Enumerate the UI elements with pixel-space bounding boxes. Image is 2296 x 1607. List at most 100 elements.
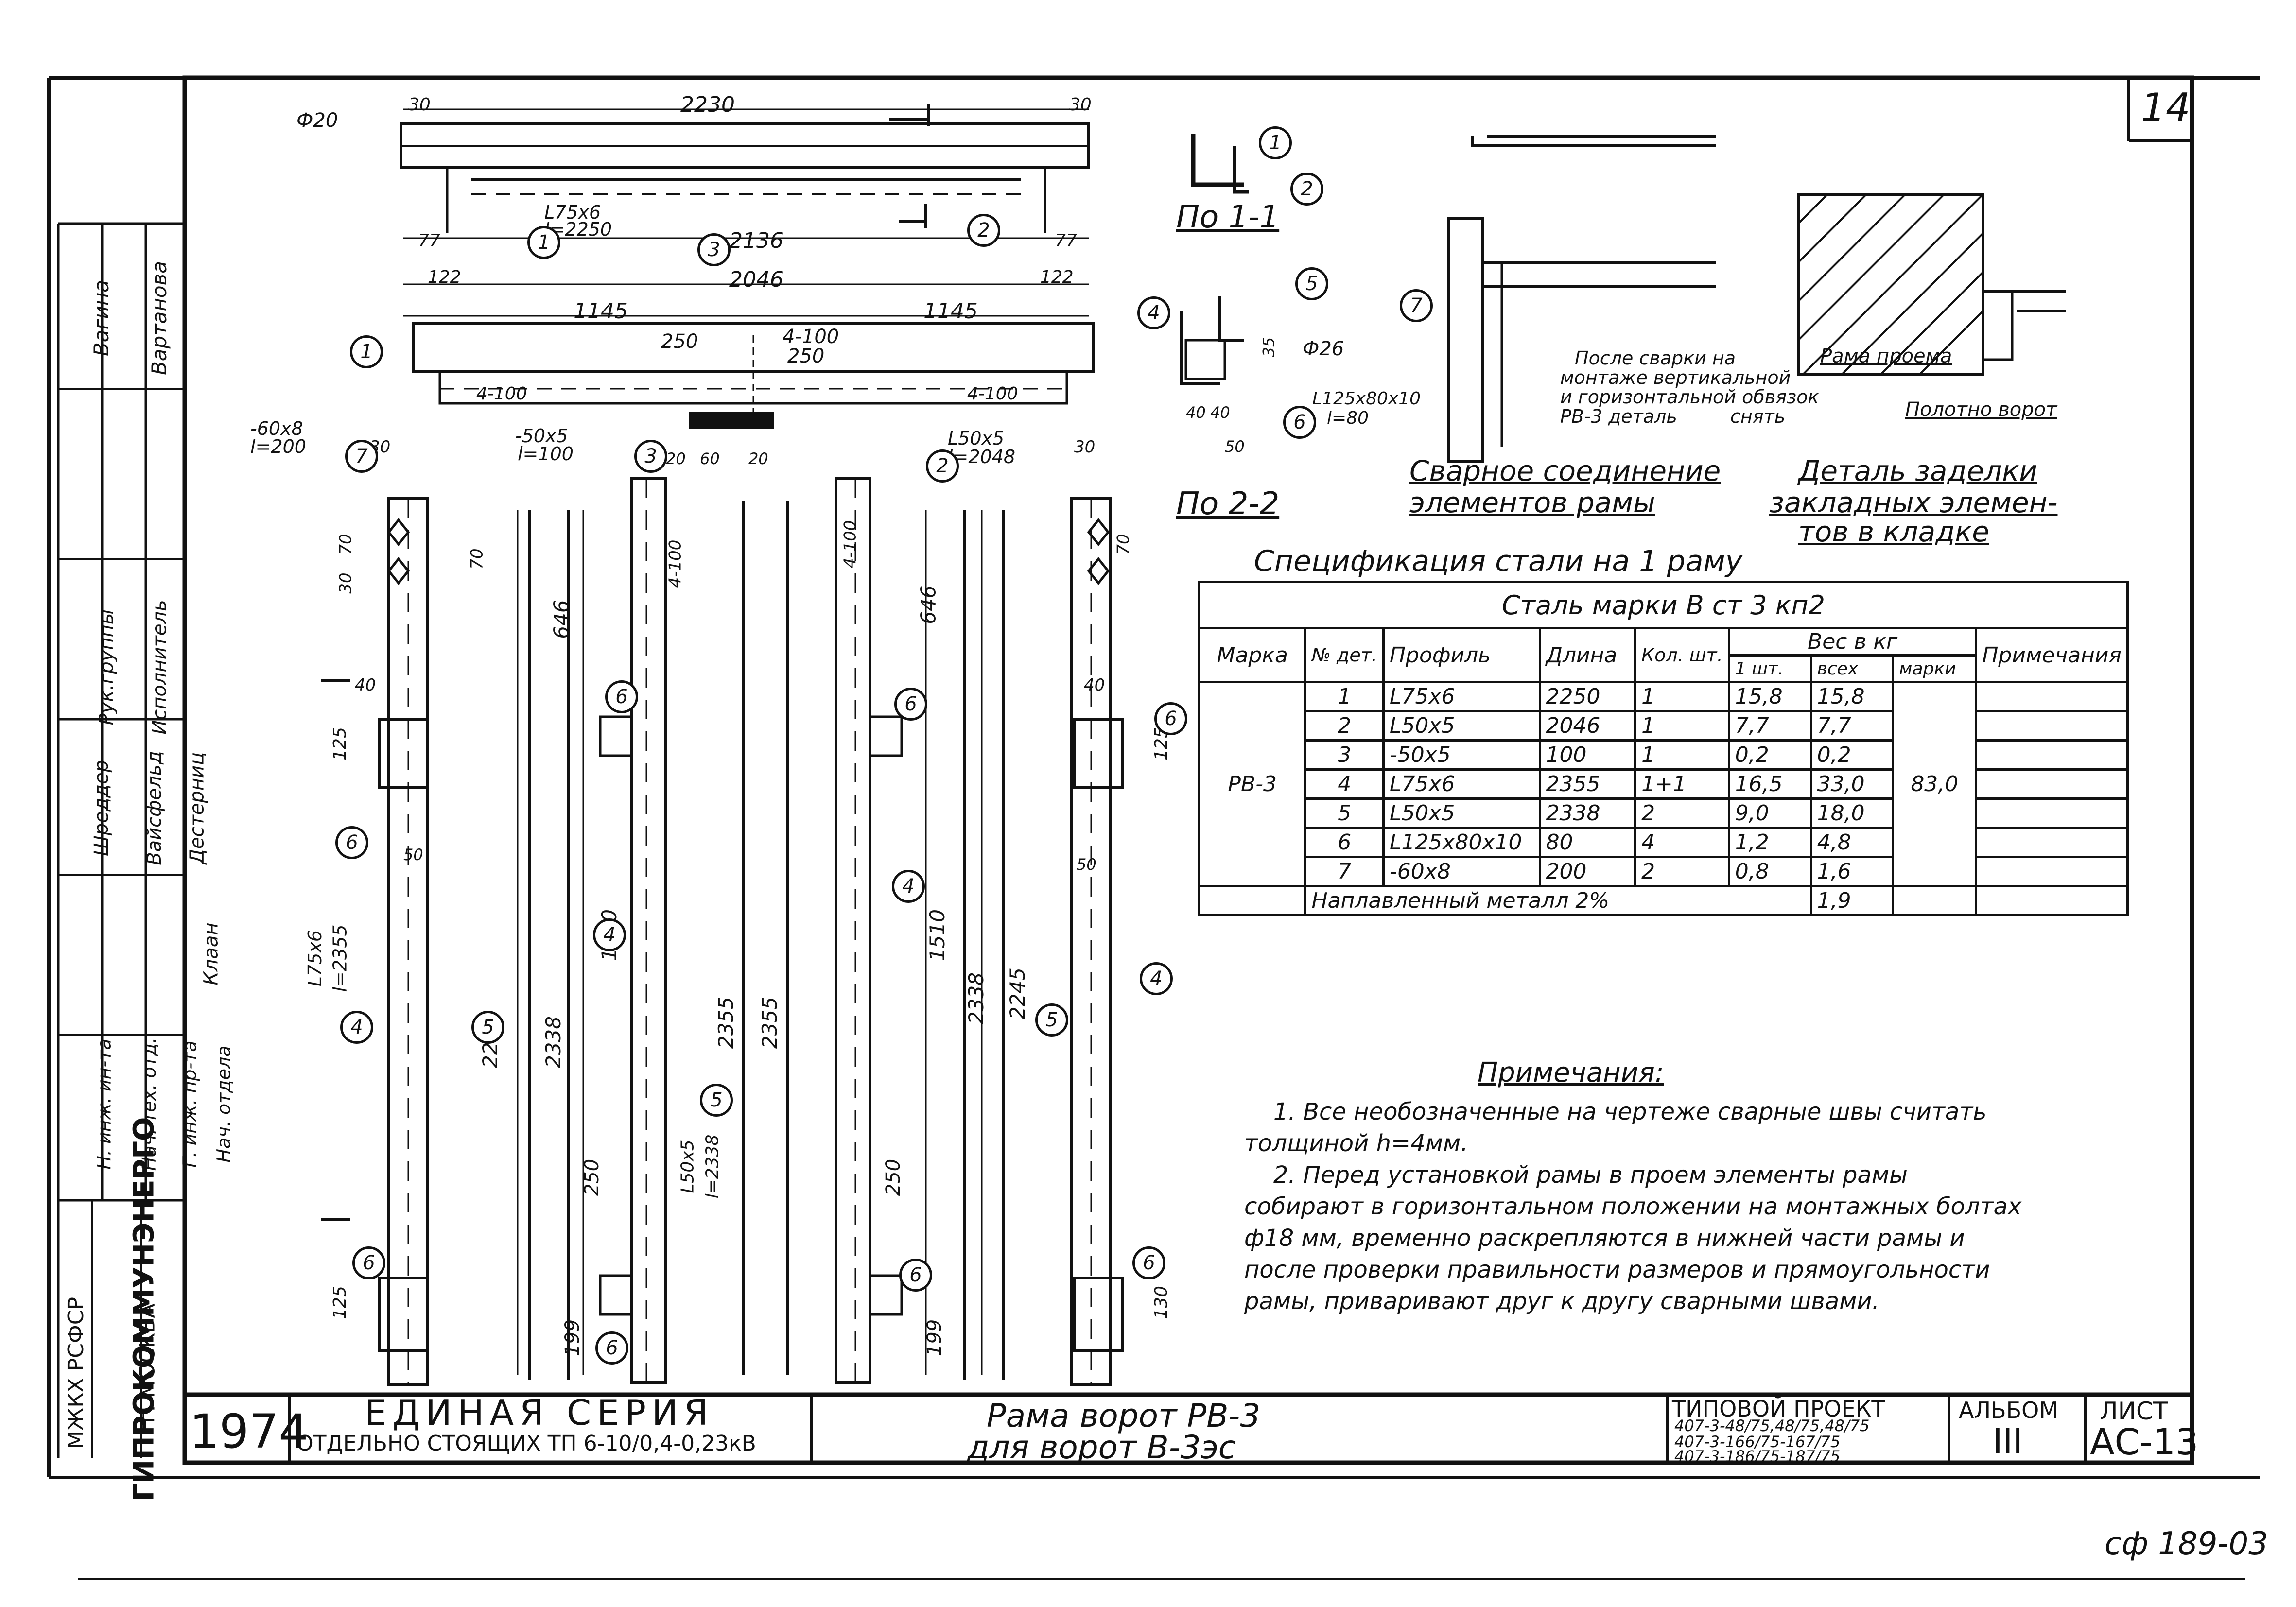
section-1-1-label: По 1-1	[1176, 199, 1280, 235]
dim-v-250-right: 250	[882, 1158, 905, 1196]
sheet-label: ЛИСТ	[2100, 1397, 2168, 1425]
callout-1: 1	[527, 226, 560, 259]
sheet-number: 14	[2141, 85, 2191, 130]
dim-40-b: 40	[1084, 675, 1105, 695]
dim-4-100-post-right: 4-100	[840, 520, 860, 569]
album-value: III	[1993, 1421, 2023, 1461]
spec-header-mark: Марка	[1198, 627, 1307, 683]
dim-v-1510-right: 1510	[925, 909, 949, 961]
callout-4: 4	[1137, 296, 1170, 329]
spec-cell-part: 3	[1304, 739, 1385, 771]
project-code-1: 407-3-48/75,48/75,48/75	[1674, 1417, 1870, 1435]
note-line-7: рамы, приваривают друг к другу сварными …	[1244, 1288, 1879, 1315]
spec-cell-note	[1975, 710, 2129, 742]
dim-v-125-a: 125	[330, 727, 350, 760]
spec-cell-weight-one: 7,7	[1727, 710, 1812, 742]
spec-cell-note	[1975, 797, 2129, 829]
callout-2: 2	[926, 449, 959, 483]
embed-detail-title-1: Деталь заделки	[1798, 454, 2037, 487]
gate-leaf-label: Полотно ворот	[1905, 398, 2057, 421]
weld-note-4: РВ-3 деталь	[1560, 406, 1677, 427]
dim-70-a: 70	[467, 548, 487, 570]
project-code-3: 407-3-186/75-187/75	[1674, 1447, 1841, 1466]
spec-cell-note	[1975, 827, 2129, 858]
dim-v-250-left: 250	[581, 1158, 604, 1196]
spec-cell-weight-one: 0,2	[1727, 739, 1812, 771]
callout-5: 5	[471, 1011, 504, 1044]
callout-4: 4	[1140, 962, 1173, 995]
dim-30-c: 30	[336, 572, 356, 594]
spec-weld-label: Наплавленный металл 2%	[1304, 885, 1812, 916]
name-top-2: Вартанова	[147, 260, 172, 376]
note-line-6: после проверки правильности размеров и п…	[1244, 1256, 1990, 1283]
callout-6: 6	[899, 1259, 932, 1292]
notes-title: Примечания:	[1478, 1057, 1664, 1089]
project-code-2: 407-3-166/75-167/75	[1674, 1433, 1841, 1451]
weld-note-3: и горизонтальной обвязок	[1560, 386, 1819, 408]
spec-cell-note	[1975, 768, 2129, 800]
callout-3: 3	[634, 440, 667, 473]
spec-mark-empty	[1198, 885, 1307, 916]
spec-cell-part: 6	[1304, 827, 1385, 858]
callout-6: 6	[1283, 406, 1316, 439]
dim-v-2338-left: 2338	[541, 1016, 565, 1068]
dim-v-130: 130	[1151, 1286, 1171, 1319]
spec-cell-weight-all: 7,7	[1809, 710, 1895, 742]
spec-cell-weight-all: 33,0	[1809, 768, 1895, 800]
profile-l125: L125x80x10	[1312, 389, 1421, 409]
spec-header-profile: Профиль	[1382, 627, 1541, 683]
title-block: 1974 ЕДИНАЯ СЕРИЯ ОТДЕЛЬНО СТОЯЩИХ ТП 6-…	[185, 1392, 2198, 1466]
callout-5: 5	[1295, 267, 1328, 300]
dim-60: 60	[700, 449, 720, 468]
role-executor: Исполнитель	[148, 600, 171, 735]
post-profile-l50x5: L50x5	[678, 1140, 698, 1193]
spec-cell-profile: L50x5	[1382, 797, 1541, 829]
role-lead: Рук.группы	[95, 609, 118, 726]
dim-4-100: 4-100	[783, 326, 839, 348]
post-profile-l75x6: L75x6	[304, 930, 326, 987]
sidebar-stamp: МЖКХ РСФСР ГИПРОКОММУНЭНЕРГО г. МОСКВА Н…	[58, 224, 234, 1501]
spec-cell-part: 5	[1304, 797, 1385, 829]
spec-cell-profile: -50x5	[1382, 739, 1541, 771]
callout-6: 6	[1154, 702, 1187, 735]
dim-v-199-right: 199	[923, 1319, 946, 1357]
spec-header-qty: Кол. шт.	[1634, 627, 1730, 683]
role-2: Нач. тех. отд.	[139, 1037, 160, 1171]
drawing-title-line1: Рама ворот РВ-3	[987, 1397, 1261, 1434]
spec-cell-length: 100	[1538, 739, 1637, 771]
callout-6: 6	[352, 1246, 385, 1279]
dim-1145-left: 1145	[574, 299, 628, 324]
spec-cell-length: 2338	[1538, 797, 1637, 829]
welded-joint-title-2: элементов рамы	[1409, 486, 1655, 519]
spec-cell-weight-all: 1,6	[1809, 856, 1895, 887]
spec-header-w-mark: марки	[1892, 654, 1978, 683]
callout-4: 4	[593, 918, 626, 951]
role-3: Г. инж. пр-та	[179, 1040, 201, 1168]
spec-cell-profile: L125x80x10	[1382, 827, 1541, 858]
dim-40-a: 40	[355, 675, 376, 695]
spec-header-w-one: 1 шт.	[1727, 654, 1812, 683]
spec-cell-weight-all: 4,8	[1809, 827, 1895, 858]
name-4: Клаан	[200, 922, 223, 985]
archive-code: сф 189-03	[2105, 1526, 2268, 1562]
dim-50-b: 50	[1077, 855, 1096, 874]
dim-122-right: 122	[1040, 267, 1074, 287]
series-subtitle: ОТДЕЛЬНО СТОЯЩИХ ТП 6-10/0,4-0,23кВ	[296, 1431, 756, 1456]
spec-cell-weight-all: 18,0	[1809, 797, 1895, 829]
profile-plate-50x5: -50x5	[515, 425, 568, 447]
spec-cell-length: 2250	[1538, 681, 1637, 712]
spec-cell-profile: L75x6	[1382, 681, 1541, 712]
name-1: Шреддер	[90, 760, 113, 857]
dim-v-199-left: 199	[561, 1319, 584, 1357]
post-profile-l75x6-length: l=2355	[329, 924, 351, 992]
dim-v-646-left: 646	[549, 600, 574, 639]
note-line-3: 2. Перед установкой рамы в проем элемент…	[1273, 1161, 1908, 1189]
spec-cell-qty: 2	[1634, 856, 1730, 887]
spec-cell-weight-one: 1,2	[1727, 827, 1812, 858]
note-line-5: ф18 мм, временно раскрепляются в нижней …	[1244, 1225, 1965, 1252]
